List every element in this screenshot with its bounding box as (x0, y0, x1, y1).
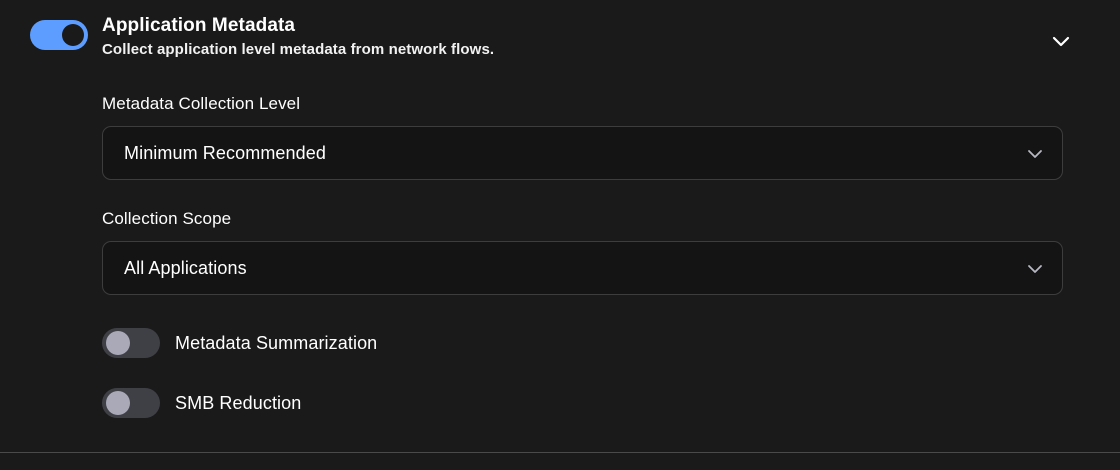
collection-scope-value: All Applications (124, 258, 247, 278)
header-text-block: Application Metadata Collect application… (102, 14, 494, 61)
panel-title: Application Metadata (102, 15, 296, 36)
collection-scope-label: Collection Scope (102, 209, 232, 228)
metadata-collection-level-select[interactable]: Minimum Recommended (102, 126, 1063, 180)
panel-subtitle: Collect application level metadata from … (102, 41, 495, 58)
toggle-knob (62, 24, 84, 46)
chevron-down-icon (1025, 259, 1045, 279)
chevron-down-icon[interactable] (1048, 28, 1074, 54)
metadata-collection-level-field: Metadata Collection Level Minimum Recomm… (102, 93, 1063, 180)
metadata-collection-level-label: Metadata Collection Level (102, 94, 301, 113)
collection-scope-field: Collection Scope All Applications (102, 208, 1063, 295)
toggle-knob (106, 391, 130, 415)
metadata-summarization-label: Metadata Summarization (175, 333, 378, 353)
smb-reduction-label: SMB Reduction (175, 393, 302, 413)
smb-reduction-toggle[interactable] (102, 388, 160, 418)
metadata-collection-level-value: Minimum Recommended (124, 143, 326, 163)
chevron-down-icon (1025, 144, 1045, 164)
panel-header: Application Metadata Collect application… (0, 0, 1120, 78)
metadata-summarization-toggle[interactable] (102, 328, 160, 358)
toggle-knob (106, 331, 130, 355)
collection-scope-select[interactable]: All Applications (102, 241, 1063, 295)
application-metadata-toggle[interactable] (30, 20, 88, 50)
section-divider (0, 452, 1120, 453)
